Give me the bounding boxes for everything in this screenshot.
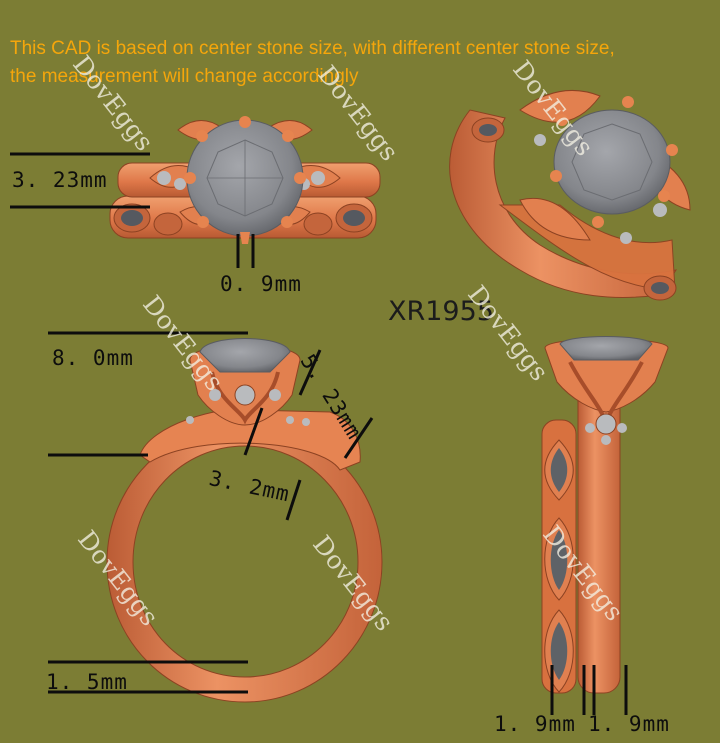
dimension-label-band-b-width: 1. 9mm [588, 712, 670, 736]
ring-side-view-icon [106, 338, 383, 703]
dimension-label-height: 8. 0mm [52, 346, 134, 370]
dimension-label-band-width: 3. 23mm [12, 168, 108, 192]
ring-perspective-view-icon [449, 90, 691, 301]
ring-front-view-icon [541, 336, 669, 694]
dimension-label-prong-width: 0. 9mm [220, 272, 302, 296]
dimension-lines-side [48, 331, 374, 694]
dimension-lines-front [550, 665, 628, 715]
dimension-label-band-a-width: 1. 9mm [494, 712, 576, 736]
ring-top-view-icon [109, 116, 381, 244]
dimension-lines-top [10, 152, 255, 268]
model-number: XR1955 [388, 296, 494, 327]
notice-line-2: the measurement will change accordingly [10, 66, 359, 87]
dimension-label-shank-thickness: 1. 5mm [46, 670, 128, 694]
notice-line-1: This CAD is based on center stone size, … [10, 38, 615, 59]
